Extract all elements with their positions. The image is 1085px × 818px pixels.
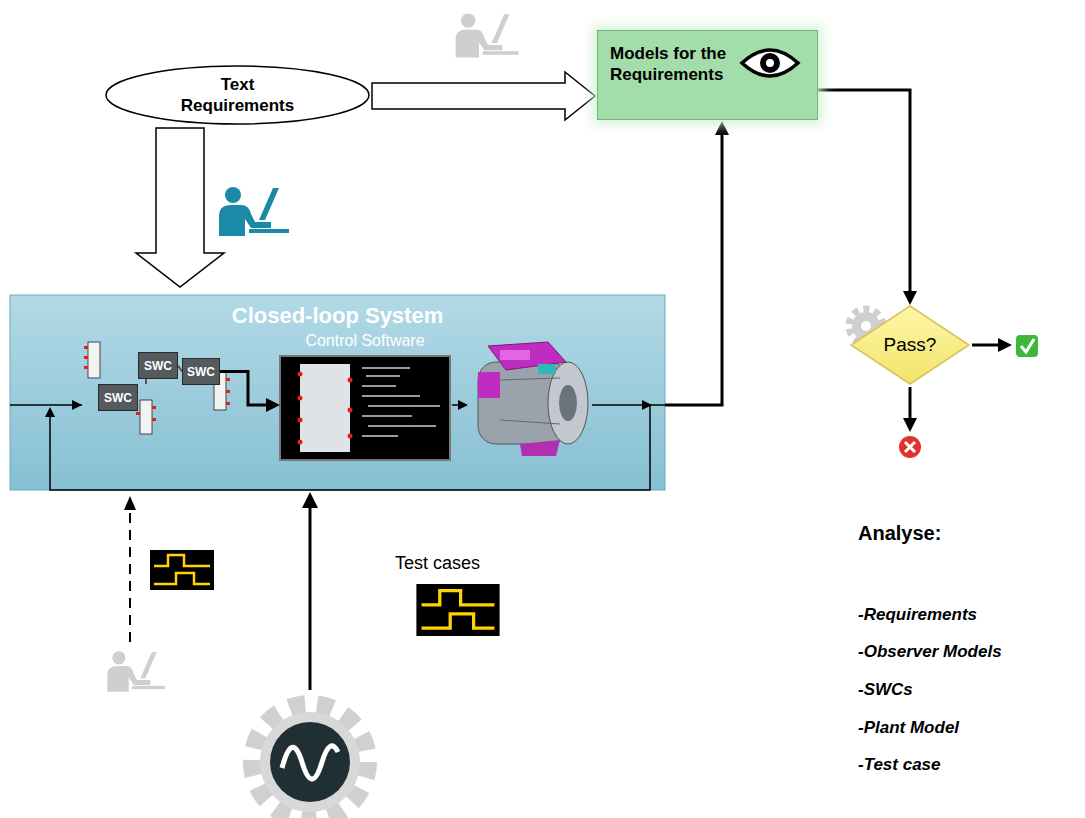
node-text: SWC bbox=[187, 365, 215, 379]
ellipse-outline bbox=[105, 65, 370, 125]
connector bbox=[665, 121, 729, 405]
connector bbox=[220, 372, 280, 413]
band-title: Closed-loop System bbox=[10, 303, 665, 329]
decision-diamond: Pass? bbox=[850, 305, 970, 385]
connector bbox=[146, 379, 147, 384]
node-text: Models for the Requirements bbox=[610, 43, 732, 85]
eye-icon bbox=[739, 43, 801, 83]
observer-box: Models for the Requirements bbox=[597, 30, 818, 120]
analyse-item: -Plant Model bbox=[858, 718, 959, 738]
swc-box: SWC bbox=[98, 384, 138, 411]
swc-box: SWC bbox=[138, 352, 178, 379]
analyse-item: -Requirements bbox=[858, 605, 977, 625]
analyse-heading: Analyse: bbox=[858, 522, 941, 545]
analyse-item: -Observer Models bbox=[858, 642, 1002, 662]
test-cases-label: Test cases bbox=[395, 553, 480, 574]
node-text: Text Requirements bbox=[173, 74, 303, 116]
requirements-ellipse: Text Requirements bbox=[105, 65, 370, 125]
software-box: Control Software bbox=[280, 356, 450, 460]
node-text: Pass? bbox=[884, 334, 937, 356]
connector bbox=[136, 128, 224, 287]
connector bbox=[372, 72, 595, 120]
analyse-item: -SWCs bbox=[858, 680, 913, 700]
system-band: Closed-loop SystemControl SoftwareSWCSWC… bbox=[10, 295, 665, 490]
node-text: SWC bbox=[104, 391, 132, 405]
node-text: SWC bbox=[144, 359, 172, 373]
node-heading: Control Software bbox=[260, 332, 470, 350]
connector bbox=[818, 90, 917, 305]
analyse-item: -Test case bbox=[858, 755, 941, 775]
swc-box: SWC bbox=[182, 358, 220, 385]
